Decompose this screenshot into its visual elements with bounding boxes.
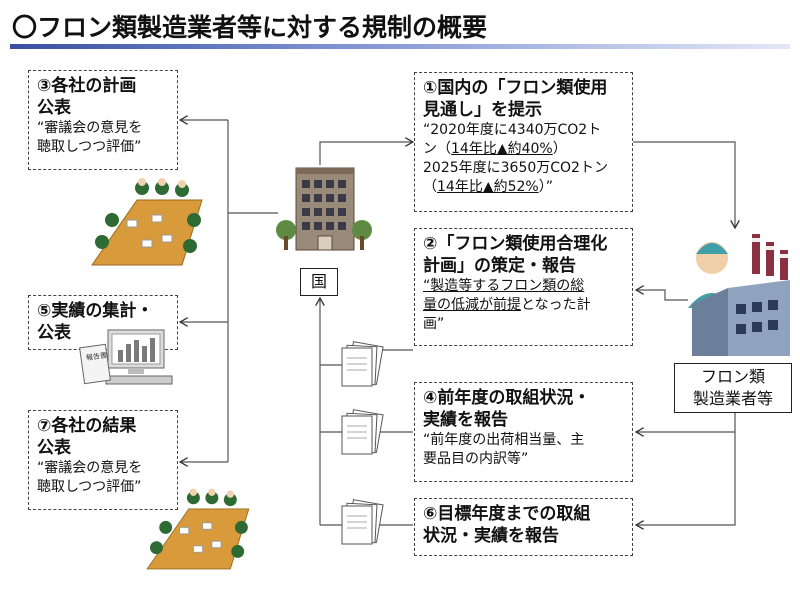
- step6-heading-1: ⑥目標年度までの取組: [423, 504, 591, 524]
- step1-text-3: 2025年度に3650万CO2トン: [423, 160, 608, 176]
- step7-box: ⑦各社の結果 公表 “審議会の意見を 聴取しつつ評価”: [28, 410, 178, 510]
- step1-text-1: “2020年度に4340万CO2ト: [423, 122, 602, 138]
- page-title: 〇フロン類製造業者等に対する規制の概要: [12, 13, 488, 42]
- title-underline: [10, 44, 790, 49]
- step4-text-2: 要品目の内訳等”: [423, 451, 529, 467]
- manufacturer-factory-icon: [688, 234, 790, 356]
- step3-text-2: 聴取しつつ評価”: [37, 139, 142, 155]
- step4-heading-1: ④前年度の取組状況・: [423, 388, 591, 408]
- step3-heading-2: 公表: [37, 98, 71, 118]
- step5-heading-1: ⑤実績の集計・: [37, 301, 154, 321]
- step7-heading-1: ⑦各社の結果: [37, 416, 137, 436]
- step4-box: ④前年度の取組状況・ 実績を報告 “前年度の出荷相当量、主 要品目の内訳等”: [414, 382, 633, 482]
- step1-heading-2: 見通し」を提示: [423, 100, 542, 120]
- step4-text-1: “前年度の出荷相当量、主: [423, 432, 585, 448]
- arrow-box1-to-manufacturer: [633, 141, 735, 228]
- step1-text-4: （14年比▲約52%）”: [423, 179, 553, 195]
- step2-text-2: 量の低減が前提となった計: [423, 297, 591, 313]
- step7-text-1: “審議会の意見を: [37, 460, 143, 476]
- step2-box: ②「フロン類使用合理化 計画」の策定・報告 “製造等するフロン類の総 量の低減が…: [414, 228, 633, 346]
- computer-report-icon: 報告書: [79, 329, 173, 385]
- report-cover-text: 報告書: [85, 350, 107, 362]
- arrow-manufacturer-to-box4: [636, 412, 736, 432]
- document-stack-icon: [341, 499, 384, 545]
- step3-box: ③各社の計画 公表 “審議会の意見を 聴取しつつ評価”: [28, 70, 178, 170]
- step2-heading-1: ②「フロン類使用合理化: [423, 234, 608, 254]
- step2-text-3: 画”: [423, 316, 445, 332]
- arrow-manufacturer-to-box2: [636, 290, 688, 301]
- document-stack-icon: [341, 409, 384, 455]
- step7-text-2: 聴取しつつ評価”: [37, 479, 142, 495]
- council-meeting-icon: [91, 178, 203, 266]
- government-building-icon: [276, 167, 372, 251]
- step3-heading-1: ③各社の計画: [37, 76, 137, 96]
- manufacturer-label: フロン類 製造業者等: [674, 363, 792, 413]
- arrow-country-to-box1: [319, 142, 413, 165]
- document-stack-icon: [341, 341, 384, 387]
- council-meeting-icon: [146, 488, 250, 570]
- step1-box: ①国内の「フロン類使用 見通し」を提示 “2020年度に4340万CO2ト ン（…: [414, 72, 633, 212]
- step1-text-2: ン（14年比▲約40%）: [423, 141, 567, 157]
- step5-heading-2: 公表: [37, 323, 71, 343]
- arrow-manufacturer-to-box6: [636, 432, 736, 525]
- step6-heading-2: 状況・実績を報告: [423, 526, 559, 546]
- step4-heading-2: 実績を報告: [423, 410, 508, 430]
- step3-text-1: “審議会の意見を: [37, 120, 143, 136]
- step2-text-1: “製造等するフロン類の総: [423, 278, 585, 294]
- step7-heading-2: 公表: [37, 438, 71, 458]
- step1-heading-1: ①国内の「フロン類使用: [423, 78, 608, 98]
- step2-heading-2: 計画」の策定・報告: [423, 256, 576, 276]
- step6-box: ⑥目標年度までの取組 状況・実績を報告: [414, 498, 633, 556]
- country-label: 国: [300, 268, 338, 296]
